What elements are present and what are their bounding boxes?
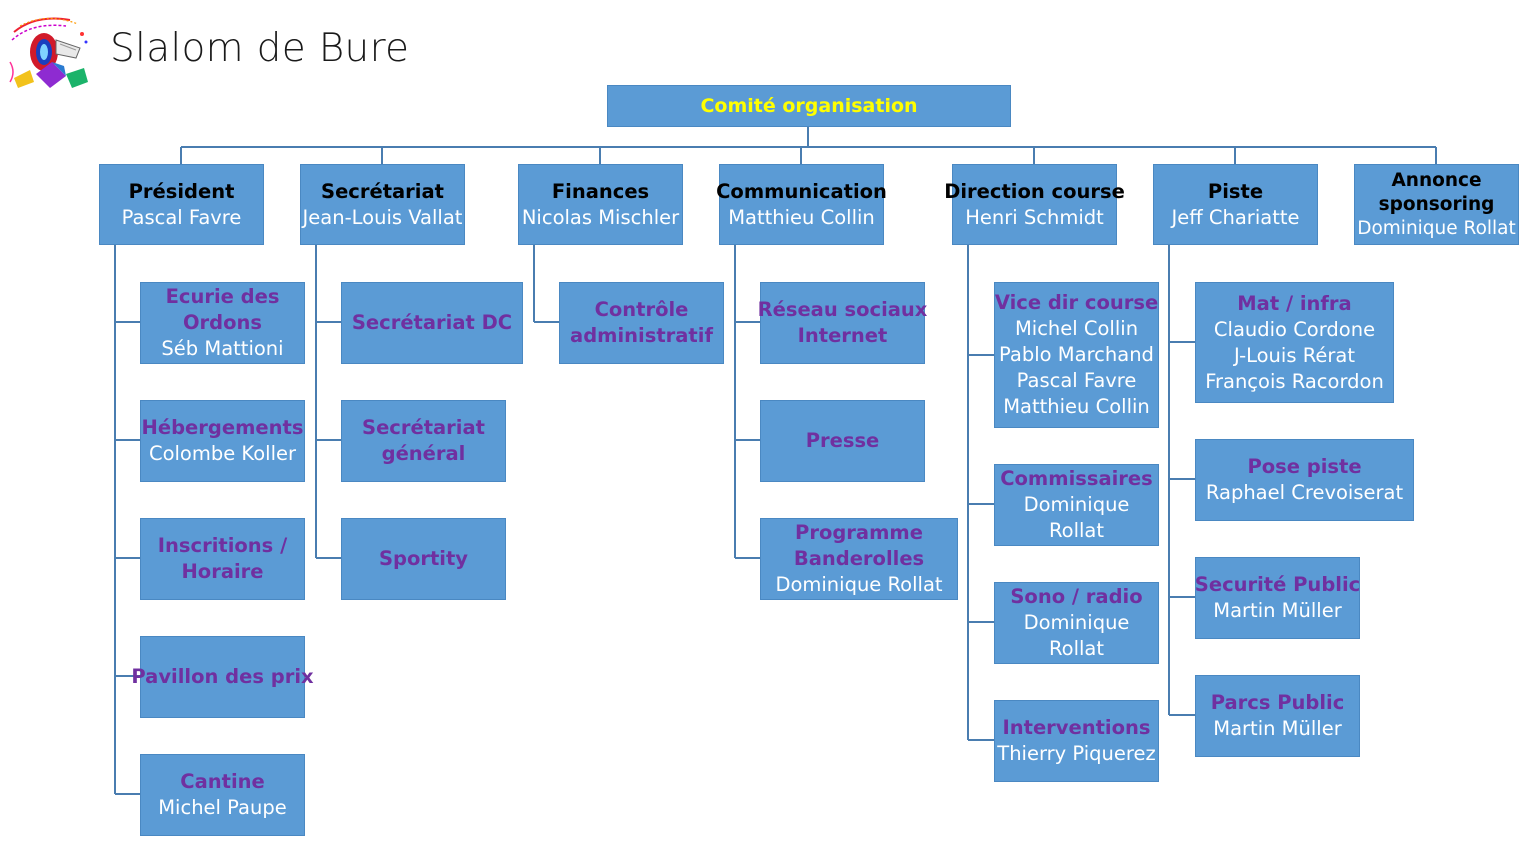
dept-secretariat: Secrétariat Jean-Louis Vallat [300, 164, 465, 245]
dept-title: Finances [551, 179, 650, 203]
sub-title: Horaire [181, 560, 264, 583]
sub-title: Cantine [180, 770, 265, 793]
sub-title: Vice dir course [994, 291, 1159, 314]
sub-title: Pavillon des prix [131, 665, 314, 688]
sub-title: administratif [570, 324, 713, 347]
sub-title: Banderolles [793, 547, 925, 570]
sub-title: Ecurie des [165, 285, 280, 308]
dept-lead: Henri Schmidt [965, 205, 1104, 229]
sub-member: Dominique [1023, 611, 1130, 634]
sub-commissaires: Commissaires Dominique Rollat [994, 464, 1159, 546]
sub-title: Interventions [1002, 716, 1151, 739]
sub-presse: Presse [760, 400, 925, 482]
sub-member: Rollat [1048, 519, 1105, 542]
dept-title-line: sponsoring [1378, 193, 1495, 215]
sub-title: Hébergements [141, 416, 304, 439]
root-node: Comité organisation [607, 85, 1011, 127]
sub-member: Pablo Marchand [999, 343, 1154, 366]
dept-lead: Pascal Favre [121, 205, 242, 229]
sub-interventions: Interventions Thierry Piquerez [994, 700, 1159, 782]
dept-title: Secrétariat [321, 179, 444, 203]
dept-communication: Communication Matthieu Collin [716, 164, 887, 245]
sub-member: Michel Paupe [158, 796, 287, 819]
sub-member: J-Louis Rérat [1234, 343, 1355, 367]
sub-title: Inscritions / [157, 534, 288, 557]
page-title: Slalom de Bure [110, 26, 410, 71]
dept-lead: Nicolas Mischler [521, 205, 680, 229]
sub-member: Michel Collin [1014, 317, 1139, 340]
sub-member: Dominique Rollat [775, 573, 943, 596]
sub-title: Parcs Public [1210, 691, 1345, 714]
dept-piste: Piste Jeff Chariatte [1153, 164, 1318, 245]
sub-title: Sono / radio [1010, 585, 1143, 608]
sub-title: Commissaires [1000, 467, 1153, 490]
sub-cantine: Cantine Michel Paupe [140, 754, 305, 836]
sub-member: Rollat [1048, 637, 1105, 660]
dept-title: Communication [716, 179, 887, 203]
sub-parcs-public: Parcs Public Martin Müller [1195, 675, 1360, 757]
dept-direction-course: Direction course Henri Schmidt [944, 164, 1125, 245]
sub-title: Secrétariat DC [351, 311, 513, 334]
sub-member: Claudio Cordone [1213, 317, 1376, 341]
dept-annonce-sponsoring: Annonce sponsoring Dominique Rollat [1354, 164, 1519, 245]
sub-member: Raphael Crevoiserat [1205, 481, 1404, 504]
slalom-race-car-icon [9, 17, 88, 88]
sub-mat-infra: Mat / infra Claudio Cordone J-Louis Réra… [1195, 282, 1394, 403]
sub-ecurie-des-ordons: Ecurie des Ordons Séb Mattioni [140, 282, 305, 364]
sub-pose-piste: Pose piste Raphael Crevoiserat [1195, 439, 1414, 521]
sub-securite-public: Securité Public Martin Müller [1195, 557, 1360, 639]
dept-finances: Finances Nicolas Mischler [518, 164, 683, 245]
sub-title: Mat / infra [1237, 291, 1352, 315]
sub-controle-administratif: Contrôle administratif [559, 282, 724, 364]
sub-title: Secrétariat [362, 416, 485, 439]
sub-member: Martin Müller [1213, 717, 1342, 740]
sub-sono-radio: Sono / radio Dominique Rollat [994, 582, 1159, 664]
sub-member: Martin Müller [1213, 599, 1342, 622]
sub-member: Dominique [1023, 493, 1130, 516]
sub-secretariat-dc: Secrétariat DC [341, 282, 523, 364]
dept-lead: Jeff Chariatte [1171, 205, 1300, 229]
sub-title: Pose piste [1247, 455, 1362, 478]
sub-title: général [381, 442, 466, 465]
dept-title: Président [128, 179, 235, 203]
sub-title: Contrôle [594, 298, 689, 321]
sub-member: François Racordon [1205, 369, 1384, 393]
sub-member: Colombe Koller [148, 442, 297, 465]
dept-lead: Jean-Louis Vallat [302, 205, 463, 229]
sub-programme-banderolles: Programme Banderolles Dominique Rollat [760, 518, 958, 600]
sub-member: Pascal Favre [1016, 369, 1137, 392]
dept-lead: Dominique Rollat [1357, 217, 1516, 239]
sub-title: Presse [805, 429, 880, 452]
sub-title: Securité Public [1194, 573, 1361, 596]
sub-hebergements: Hébergements Colombe Koller [140, 400, 305, 482]
dept-title: Piste [1207, 179, 1264, 203]
sub-title: Programme [795, 521, 923, 544]
sub-pavillon-des-prix: Pavillon des prix [131, 636, 314, 718]
sub-reseau-sociaux: Réseau sociaux Internet [757, 282, 928, 364]
sub-title: Sportity [378, 547, 469, 570]
sub-inscritions-horaire: Inscritions / Horaire [140, 518, 305, 600]
dept-president: Président Pascal Favre [99, 164, 264, 245]
dept-title-line: Annonce [1391, 169, 1482, 191]
sub-member: Thierry Piquerez [997, 742, 1156, 765]
sub-secretariat-general: Secrétariat général [341, 400, 506, 482]
sub-title: Ordons [182, 311, 263, 334]
sub-sportity: Sportity [341, 518, 506, 600]
sub-member: Matthieu Collin [1003, 395, 1150, 418]
sub-vice-dir-course: Vice dir course Michel Collin Pablo Marc… [994, 282, 1159, 428]
dept-lead: Matthieu Collin [728, 205, 875, 229]
dept-title: Direction course [944, 179, 1125, 203]
sub-title: Internet [797, 324, 888, 347]
sub-title: Réseau sociaux [757, 298, 928, 321]
root-title: Comité organisation [700, 95, 918, 117]
sub-member: Séb Mattioni [161, 337, 284, 360]
